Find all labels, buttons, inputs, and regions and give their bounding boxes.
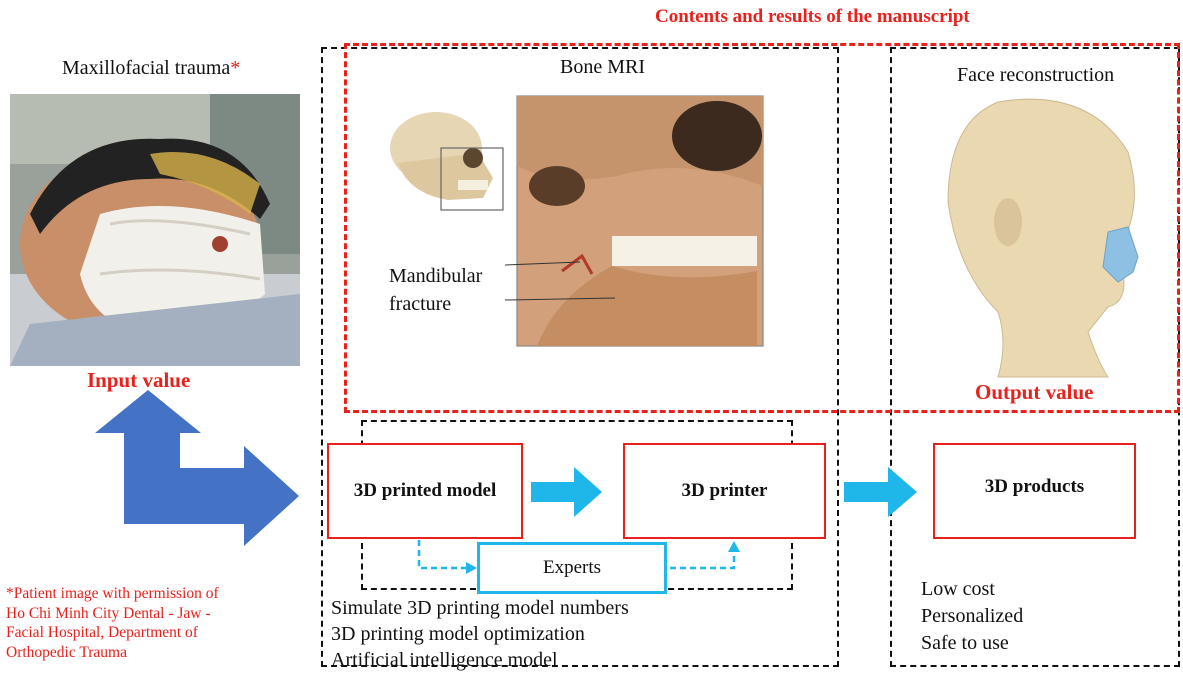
note-item: 3D printing model optimization xyxy=(331,621,629,647)
model-to-printer-arrow xyxy=(531,467,602,517)
method-notes: Simulate 3D printing model numbers 3D pr… xyxy=(331,595,629,673)
benefits-list: Low cost Personalized Safe to use xyxy=(921,576,1023,657)
benefit-item: Safe to use xyxy=(921,630,1023,657)
note-item: Simulate 3D printing model numbers xyxy=(331,595,629,621)
experts-to-printer-arrow xyxy=(670,550,734,568)
benefit-item: Personalized xyxy=(921,603,1023,630)
note-item: Artificial intelligence model xyxy=(331,647,629,673)
printer-to-products-arrow xyxy=(844,467,917,517)
benefit-item: Low cost xyxy=(921,576,1023,603)
model-to-experts-arrow xyxy=(419,540,468,568)
